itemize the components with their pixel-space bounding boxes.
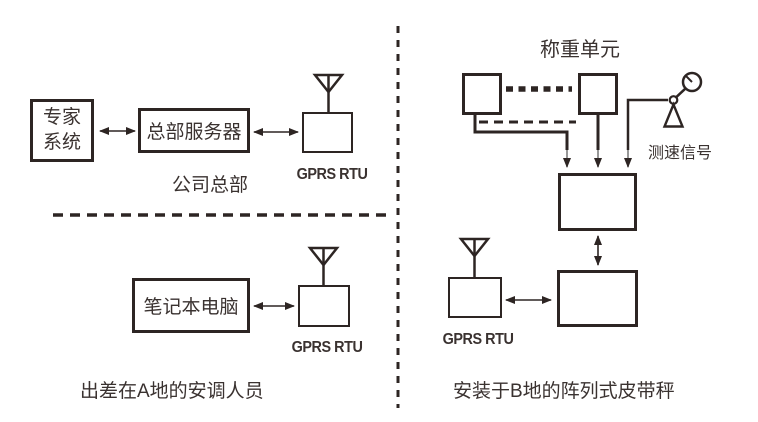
gprs-rtu-label-hq: GPRS RTU [296, 166, 368, 183]
expert-system-box: 专家 系统 [30, 99, 94, 162]
speed-sensor-icon [662, 71, 703, 128]
double-arrows [99, 127, 602, 310]
weighing-cell-box-2 [578, 73, 618, 115]
weigh1-drop-line [473, 114, 569, 150]
speed-drop-line [626, 98, 668, 150]
site-b-caption: 安装于B地的阵列式皮带秤 [453, 381, 675, 402]
controller-box [557, 270, 638, 327]
gprs-rtu-box-site-b [448, 277, 502, 318]
antenna-icon [458, 237, 491, 278]
company-hq-caption: 公司总部 [171, 175, 248, 196]
speed-signal-label: 测速信号 [648, 145, 713, 162]
gprs-rtu-box-hq [302, 112, 353, 153]
expert-system-label-line1: 专家 [42, 106, 81, 128]
antenna-icon [312, 73, 345, 113]
laptop-label: 笔记本电脑 [143, 297, 239, 318]
hq-server-label: 总部服务器 [146, 122, 242, 143]
hq-server-box: 总部服务器 [138, 108, 250, 153]
gprs-rtu-label-site-b: GPRS RTU [442, 331, 514, 348]
weighing-unit-title: 称重单元 [540, 39, 620, 61]
weighing-cell-box-1 [462, 73, 502, 115]
signal-collector-box [558, 173, 637, 231]
site-a-caption: 出差在A地的安调人员 [80, 381, 264, 402]
antenna-icon [307, 246, 340, 286]
laptop-box: 笔记本电脑 [132, 278, 250, 333]
gprs-rtu-label-site-a: GPRS RTU [291, 339, 363, 356]
gprs-rtu-box-site-a [298, 285, 350, 327]
signal-drop-connectors [473, 98, 668, 168]
expert-system-label-line2: 系统 [42, 131, 81, 153]
